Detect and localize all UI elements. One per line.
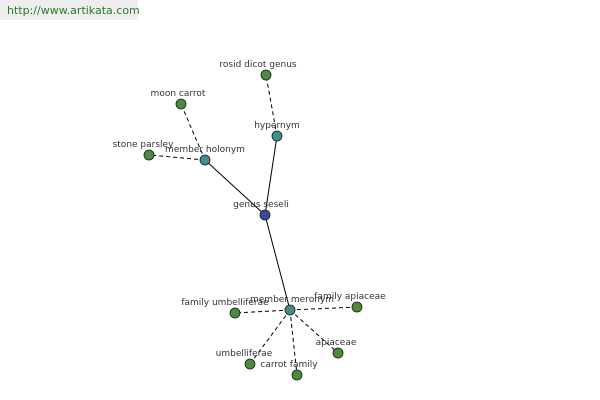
node-umbelliferae[interactable] bbox=[244, 358, 256, 370]
edge-member-meronym-to-family-umbelliferae bbox=[234, 309, 291, 314]
node-genus-seseli[interactable] bbox=[259, 209, 271, 221]
node-label-family-umbelliferae[interactable]: family umbelliferae bbox=[181, 298, 269, 308]
labels-layer: genus seseli member holonym hypernym member… bbox=[113, 60, 387, 370]
edge-member-meronym-to-carrot-family bbox=[289, 309, 298, 376]
node-label-stone-parsley[interactable]: stone parsley bbox=[113, 140, 174, 150]
edge-member-holonym-to-moon-carrot bbox=[180, 103, 206, 161]
node-hypernym[interactable] bbox=[271, 130, 283, 142]
node-apiaceae[interactable] bbox=[332, 347, 344, 359]
edge-genus-seseli-to-member-meronym bbox=[264, 214, 291, 311]
node-carrot-family[interactable] bbox=[291, 369, 303, 381]
edge-member-meronym-to-umbelliferae bbox=[249, 309, 291, 365]
node-member-holonym[interactable] bbox=[199, 154, 211, 166]
edge-hypernym-to-rosid-dicot-genus bbox=[265, 74, 278, 137]
node-label-family-apiaceae[interactable]: family apiaceae bbox=[314, 292, 386, 302]
edge-member-meronym-to-apiaceae bbox=[289, 309, 339, 354]
node-label-umbelliferae[interactable]: umbelliferae bbox=[216, 349, 273, 359]
node-label-moon-carrot[interactable]: moon carrot bbox=[151, 89, 206, 99]
edges-layer bbox=[148, 74, 358, 376]
node-stone-parsley[interactable] bbox=[143, 149, 155, 161]
node-family-umbelliferae[interactable] bbox=[229, 307, 241, 319]
site-url-link[interactable]: http://www.artikata.com bbox=[7, 4, 140, 17]
url-bar: http://www.artikata.com bbox=[0, 0, 140, 20]
node-label-carrot-family[interactable]: carrot family bbox=[260, 360, 318, 370]
node-label-genus-seseli[interactable]: genus seseli bbox=[233, 200, 289, 210]
nodes-layer bbox=[143, 69, 363, 381]
edge-genus-seseli-to-member-holonym bbox=[204, 159, 266, 216]
edge-member-holonym-to-stone-parsley bbox=[148, 154, 206, 161]
node-member-meronym[interactable] bbox=[284, 304, 296, 316]
node-label-apiaceae[interactable]: apiaceae bbox=[316, 338, 357, 348]
node-moon-carrot[interactable] bbox=[175, 98, 187, 110]
node-label-hypernym[interactable]: hypernym bbox=[254, 121, 300, 131]
node-label-member-holonym[interactable]: member holonym bbox=[165, 145, 245, 155]
node-label-rosid-dicot-genus[interactable]: rosid dicot genus bbox=[219, 60, 296, 70]
node-label-member-meronym[interactable]: member meronym bbox=[250, 295, 334, 305]
edge-member-meronym-to-family-apiaceae bbox=[289, 306, 358, 311]
node-family-apiaceae[interactable] bbox=[351, 301, 363, 313]
node-rosid-dicot-genus[interactable] bbox=[260, 69, 272, 81]
edge-genus-seseli-to-hypernym bbox=[264, 135, 278, 216]
